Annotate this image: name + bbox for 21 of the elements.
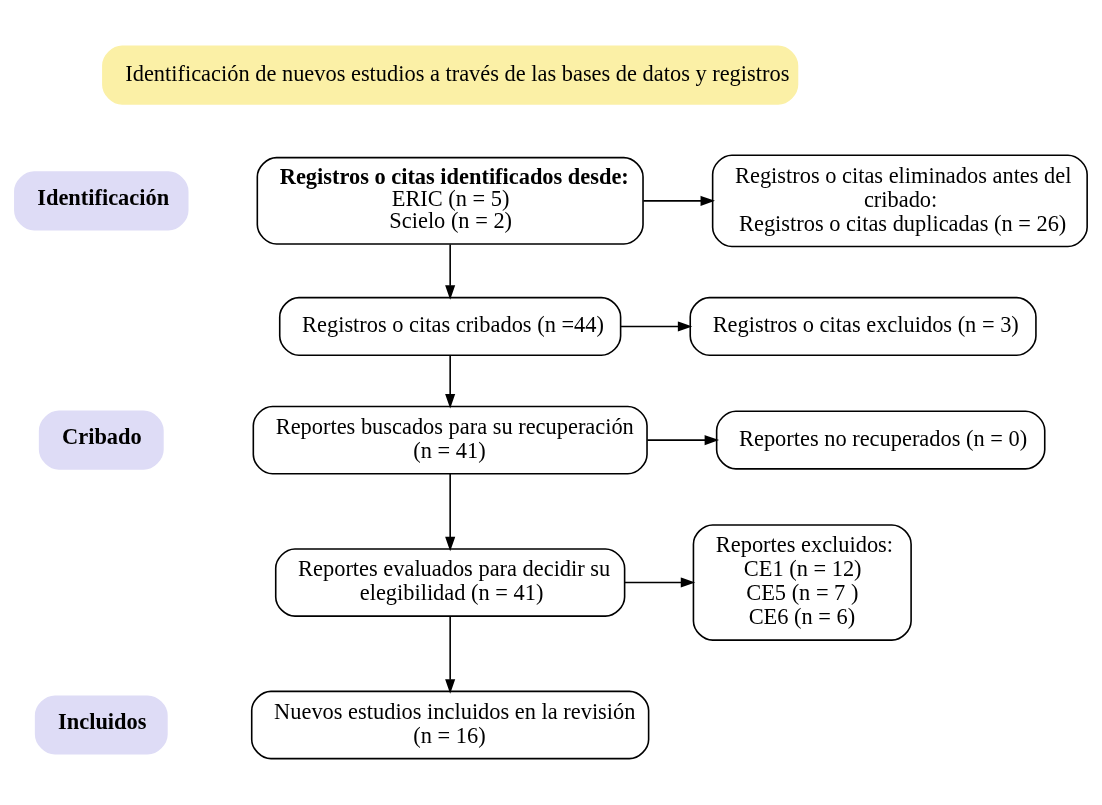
node-box: Registros o citas eliminados antes del cribado: Registros o citas duplicadas (n = 26): [711, 154, 1088, 248]
node-box: Registros o citas excluidos (n = 3): [689, 296, 1037, 357]
node-box: Registros o citas cribados (n =44): [278, 296, 622, 357]
node-box: Registros o citas identificados desde: ERIC (n = 5) Scielo (n = 2): [256, 156, 644, 245]
node-box: Cribado: [38, 410, 164, 470]
arrow: [445, 354, 456, 409]
node-box: Reportes excluidos: CE1 (n = 12) CE5 (n = 7 ) CE6 (n = 6): [692, 524, 912, 641]
node-box: Nuevos estudios incluidos en la revisión (n = 16): [250, 690, 650, 760]
node-box: Reportes evaluados para decidir su elegibilidad (n = 41): [274, 548, 626, 617]
arrow: [646, 435, 720, 446]
node-box: Reportes no recuperados (n = 0): [715, 410, 1046, 470]
arrow: [445, 243, 456, 300]
arrow: [445, 615, 456, 694]
node-box: Reportes buscados para su recuperación (n = 41): [252, 405, 648, 475]
arrow: [445, 473, 456, 552]
node-box: Incluidos: [34, 695, 168, 755]
node-box: Identificación de nuevos estudios a través de las bases de datos y registros: [102, 45, 799, 105]
arrow: [642, 195, 715, 206]
arrow: [619, 321, 693, 332]
node-box: Identificación: [14, 171, 189, 231]
arrow: [624, 577, 696, 588]
